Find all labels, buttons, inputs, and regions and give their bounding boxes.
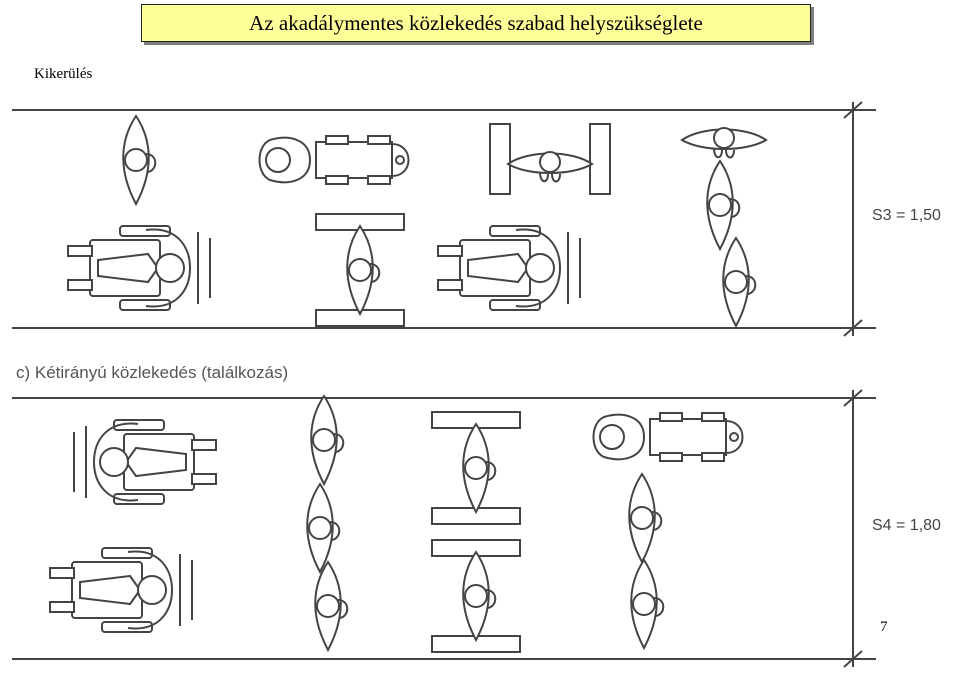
pedestrian-figure [722,237,757,327]
pedestrian-figure [310,395,345,485]
pedestrian-figure [628,473,663,563]
trolley-user-figure [592,412,744,462]
walker-user-figure [432,412,520,524]
dimension-s3-label: S3 = 1,50 [872,207,941,224]
dimension-tick [843,389,863,407]
wheelchair-user-figure [49,547,193,633]
subtitle: Kikerülés [34,66,93,82]
wide-pedestrian-between-frames [489,123,611,195]
wide-pedestrian-figure [681,127,767,159]
page-number: 7 [880,619,888,635]
pedestrian-figure [306,483,341,573]
pedestrian-figure [314,561,349,651]
corridor-top [12,101,876,337]
trolley-user-figure [258,135,410,185]
wheelchair-user-figure [437,225,581,311]
dimension-s4-label: S4 = 1,80 [872,517,941,534]
dimension-tick [843,319,863,337]
pedestrian-figure [630,559,665,649]
corridor-bottom [12,389,876,668]
pedestrian-figure [706,160,741,250]
section-c-label: c) Kétirányú közlekedés (találkozás) [16,363,289,382]
dimension-tick [843,101,863,119]
wheelchair-user-figure [67,225,211,311]
wheelchair-user-figure [73,419,217,505]
slide-title: Az akadálymentes közlekedés szabad helys… [141,4,811,42]
walker-user-figure [432,540,520,652]
dimension-tick [843,650,863,668]
walker-user-figure [316,214,404,326]
pedestrian-figure [122,115,157,205]
